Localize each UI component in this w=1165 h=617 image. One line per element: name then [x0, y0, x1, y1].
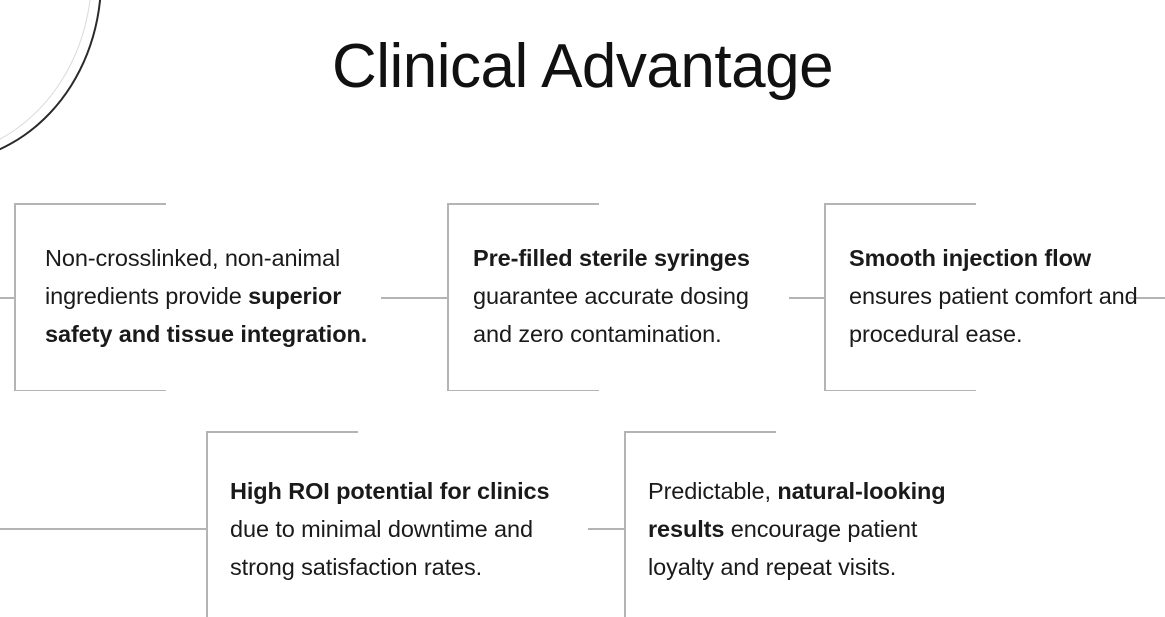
bracket-bottom-stub	[447, 389, 599, 391]
connector-card1-to-card2	[381, 297, 447, 299]
connector-card2-to-card3	[789, 297, 824, 299]
connector-left-edge-row1	[0, 297, 14, 299]
advantage-card-1: Non-crosslinked, non-animal ingredients …	[14, 203, 367, 391]
bracket-vertical-line	[624, 431, 626, 617]
advantage-card-3-text: Smooth injection flow ensures patient co…	[849, 245, 1138, 347]
bracket-bottom-stub	[14, 389, 166, 391]
advantage-card-3: Smooth injection flow ensures patient co…	[824, 203, 1154, 391]
advantage-card-2-text: Pre-filled sterile syringes guarantee ac…	[473, 245, 750, 347]
advantage-card-4-text: High ROI potential for clinics due to mi…	[230, 478, 550, 580]
bracket-top-stub	[824, 203, 976, 205]
advantage-card-1-text: Non-crosslinked, non-animal ingredients …	[45, 245, 368, 347]
bracket-top-stub	[14, 203, 166, 205]
bracket-vertical-line	[206, 431, 208, 617]
bracket-top-stub	[624, 431, 776, 433]
connector-card4-to-card5	[588, 528, 624, 530]
advantage-card-5-text: Predictable, natural-looking results enc…	[648, 478, 946, 580]
advantage-card-4: High ROI potential for clinics due to mi…	[206, 431, 550, 617]
advantage-card-2: Pre-filled sterile syringes guarantee ac…	[447, 203, 777, 391]
bracket-top-stub	[206, 431, 358, 433]
bracket-vertical-line	[824, 203, 826, 391]
bracket-bottom-stub	[824, 389, 976, 391]
advantage-card-5: Predictable, natural-looking results enc…	[624, 431, 954, 617]
bracket-vertical-line	[14, 203, 16, 391]
page-title: Clinical Advantage	[331, 32, 834, 101]
bracket-top-stub	[447, 203, 599, 205]
bracket-vertical-line	[447, 203, 449, 391]
connector-left-edge-row2	[0, 528, 206, 530]
